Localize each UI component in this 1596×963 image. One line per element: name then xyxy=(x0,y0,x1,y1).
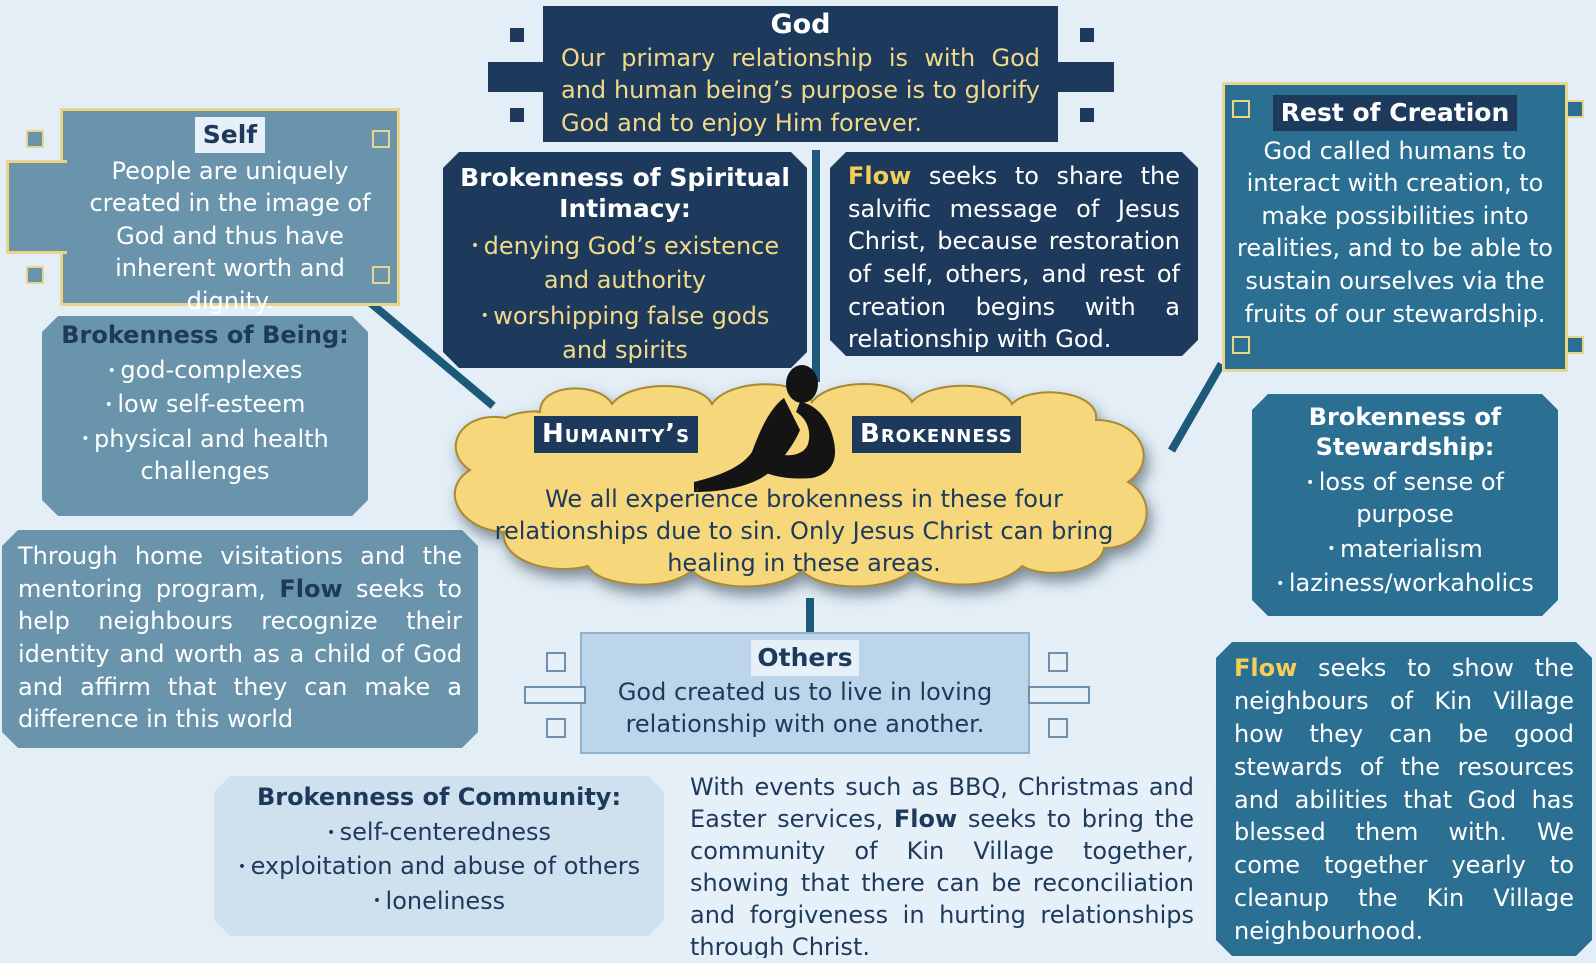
list-item: low self-esteem xyxy=(54,388,356,420)
list-item: exploitation and abuse of others xyxy=(224,850,654,882)
self-text: People are uniquely created in the image… xyxy=(89,156,371,316)
god-text: Our primary relationship is with God and… xyxy=(561,43,1040,137)
flow-others-after: seeks to bring the community of Kin Vill… xyxy=(690,804,1194,961)
list-item: self-centeredness xyxy=(224,816,654,848)
list-item: denying God’s existence and authority xyxy=(457,229,793,297)
self-deco-square-bl xyxy=(26,266,44,284)
brokenness-spiritual-card: Brokenness of Spiritual Intimacy: denyin… xyxy=(443,152,807,368)
flow-creation-card: Flow seeks to show the neighbours of Kin… xyxy=(1216,642,1592,956)
list-item: god-complexes xyxy=(54,354,356,386)
connector-others xyxy=(806,598,814,638)
self-deco-tab-left xyxy=(6,160,67,254)
others-deco-tab-right xyxy=(1028,686,1090,704)
brokenness-community-title: Brokenness of Community: xyxy=(256,783,622,811)
brokenness-community-card: Brokenness of Community: self-centeredne… xyxy=(214,776,664,936)
brokenness-being-title: Brokenness of Being: xyxy=(61,321,349,349)
others-text: God created us to live in loving relatio… xyxy=(617,677,993,739)
brokenness-stewardship-list: loss of sense of purpose materialism laz… xyxy=(1262,466,1548,600)
flow-others-card: With events such as BBQ, Christmas and E… xyxy=(672,768,1212,958)
flow-self-keyword: Flow xyxy=(279,574,343,603)
center-title-left: Humanity’s xyxy=(534,416,699,453)
creation-deco-square-bl xyxy=(1232,336,1250,354)
list-item: laziness/workaholics xyxy=(1262,567,1548,599)
others-deco-square-bl xyxy=(546,718,566,738)
flow-others-before: With events such as BBQ, Christmas and E… xyxy=(690,773,1194,833)
flow-self-card: Through home visitations and the mentori… xyxy=(2,530,478,748)
sitting-person-icon xyxy=(694,365,836,492)
god-deco-square-bl xyxy=(510,108,524,122)
god-deco-tab-left xyxy=(488,62,546,92)
creation-deco-square-tr xyxy=(1566,100,1584,118)
list-item: loneliness xyxy=(224,885,654,917)
rest-of-creation-title: Rest of Creation xyxy=(1272,95,1518,131)
brokenness-stewardship-card: Brokenness of Stewardship: loss of sense… xyxy=(1252,394,1558,616)
flow-creation-text: seeks to show the neighbours of Kin Vill… xyxy=(1234,654,1574,945)
god-title: God xyxy=(770,9,831,40)
self-title: Self xyxy=(194,117,266,153)
flow-creation-paragraph: Flow seeks to show the neighbours of Kin… xyxy=(1234,652,1574,948)
god-deco-tab-right xyxy=(1056,62,1114,92)
brokenness-spiritual-list: denying God’s existence and authority wo… xyxy=(457,229,793,367)
brokenness-stewardship-title: Brokenness of Stewardship: xyxy=(1308,403,1502,461)
self-deco-square-tr xyxy=(372,130,390,148)
flow-others-paragraph: With events such as BBQ, Christmas and E… xyxy=(690,772,1194,963)
center-title-right: Brokenness xyxy=(852,416,1021,453)
brokenness-being-list: god-complexes low self-esteem physical a… xyxy=(54,354,356,488)
creation-deco-square-br xyxy=(1566,336,1584,354)
others-deco-tab-left xyxy=(524,686,586,704)
god-card: God Our primary relationship is with God… xyxy=(543,6,1058,142)
self-deco-square-br xyxy=(372,266,390,284)
creation-deco-square-tl xyxy=(1232,100,1250,118)
list-item: loss of sense of purpose xyxy=(1262,466,1548,531)
others-card: Others God created us to live in loving … xyxy=(580,632,1030,754)
others-title: Others xyxy=(751,640,859,676)
god-deco-square-tr xyxy=(1080,28,1094,42)
god-deco-square-tl xyxy=(510,28,524,42)
flow-self-paragraph: Through home visitations and the mentori… xyxy=(18,540,462,736)
brokenness-spiritual-title: Brokenness of Spiritual Intimacy: xyxy=(460,163,790,224)
self-card: Self People are uniquely created in the … xyxy=(60,108,400,315)
rest-of-creation-card: Rest of Creation God called humans to in… xyxy=(1222,82,1568,372)
flow-self-before: Through home visitations and the mentori… xyxy=(18,542,462,603)
others-deco-square-br xyxy=(1048,718,1068,738)
others-deco-square-tr xyxy=(1048,652,1068,672)
god-deco-square-br xyxy=(1080,108,1094,122)
center-text: We all experience brokenness in these fo… xyxy=(494,485,1114,577)
flow-creation-keyword: Flow xyxy=(1234,654,1298,682)
others-deco-square-tl xyxy=(546,652,566,672)
list-item: worshipping false gods and spirits xyxy=(457,299,793,367)
brokenness-being-card: Brokenness of Being: god-complexes low s… xyxy=(42,316,368,516)
center-text-wrap: We all experience brokenness in these fo… xyxy=(474,484,1134,584)
flow-god-keyword: Flow xyxy=(848,162,912,190)
self-deco-square-tl xyxy=(26,130,44,148)
flow-others-keyword: Flow xyxy=(893,804,958,833)
flow-self-after: seeks to help neighbours recognize their… xyxy=(18,574,462,734)
list-item: materialism xyxy=(1262,533,1548,565)
flow-god-text: seeks to share the salvific message of J… xyxy=(848,162,1180,354)
connector-god xyxy=(812,150,820,382)
flow-god-card: Flow seeks to share the salvific message… xyxy=(830,152,1198,356)
rest-of-creation-text: God called humans to interact with creat… xyxy=(1237,136,1553,328)
list-item: physical and health challenges xyxy=(54,423,356,488)
brokenness-community-list: self-centeredness exploitation and abuse… xyxy=(224,816,654,917)
center-title-row: Humanity’s Brokenness xyxy=(480,414,1120,454)
flow-god-paragraph: Flow seeks to share the salvific message… xyxy=(848,160,1180,356)
